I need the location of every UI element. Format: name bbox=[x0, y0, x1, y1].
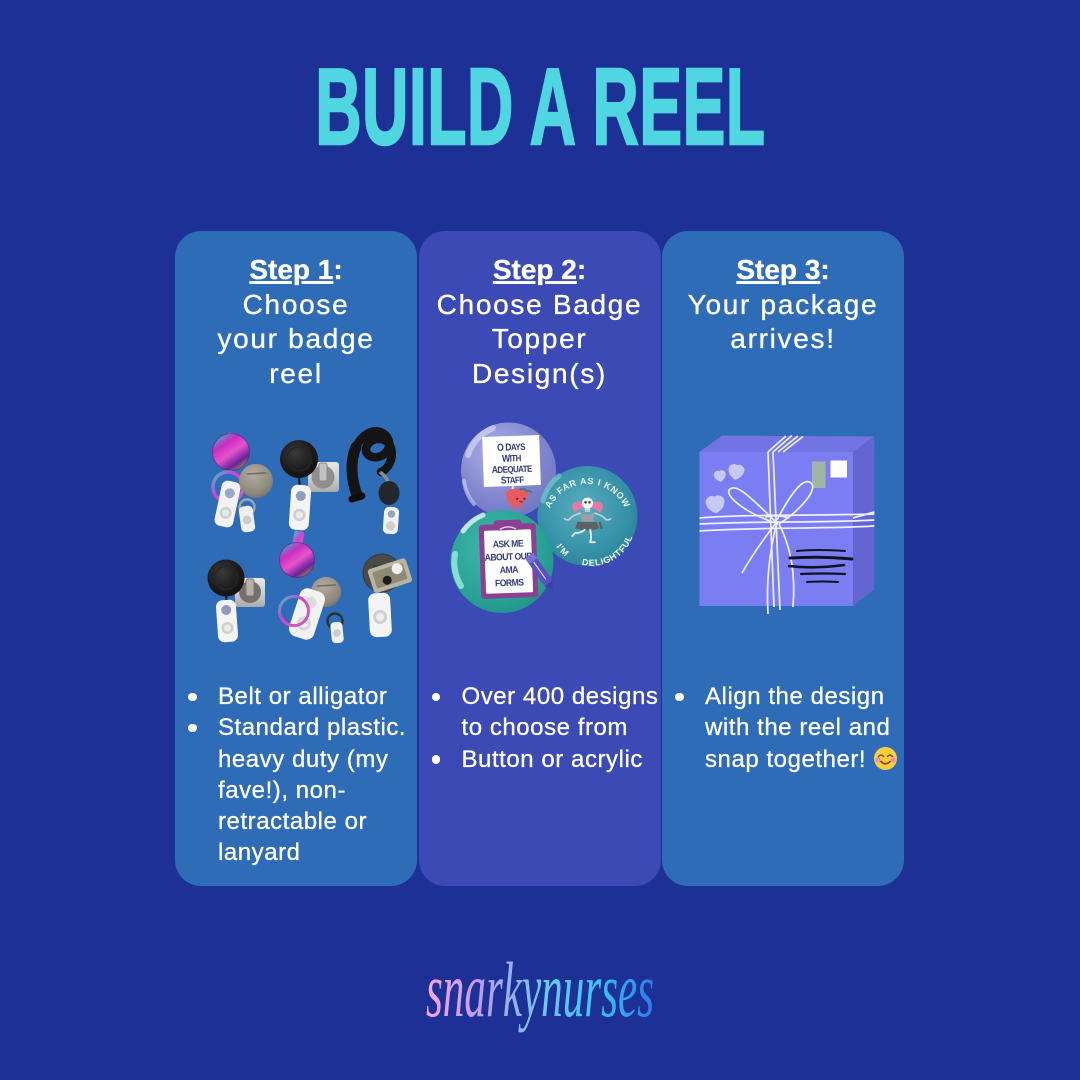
svg-text:AMA: AMA bbox=[499, 564, 518, 575]
svg-text:FORMS: FORMS bbox=[494, 577, 523, 589]
svg-text:ADEQUATE: ADEQUATE bbox=[491, 463, 532, 475]
svg-text:STAFF: STAFF bbox=[500, 474, 523, 486]
svg-text:ASK ME: ASK ME bbox=[492, 538, 523, 550]
svg-text:WITH: WITH bbox=[501, 453, 520, 466]
svg-text:snarkynurses: snarkynurses bbox=[426, 947, 654, 1034]
svg-text:ABOUT OUR: ABOUT OUR bbox=[484, 551, 533, 563]
svg-text:O DAYS: O DAYS bbox=[496, 441, 525, 454]
